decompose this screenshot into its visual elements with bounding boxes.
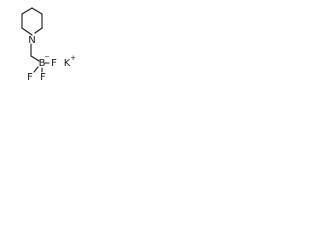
ring-bond-c3-c4 [21, 7, 33, 15]
boron-atom-label: B [39, 58, 46, 69]
chemical-structure: N B − F F F K + [21, 7, 76, 83]
fluorine-atom-label-bottom: F [40, 72, 46, 83]
boron-charge-label: − [44, 53, 50, 61]
fluorine-atom-label-right: F [51, 58, 57, 69]
ring-bond-c4-c5 [31, 7, 43, 15]
potassium-charge-label: + [70, 54, 76, 62]
fluorine-atom-label-left: F [27, 72, 33, 83]
ring-bond-n-c2 [21, 27, 33, 36]
nitrogen-atom-label: N [28, 35, 35, 46]
bond-ch2-b [30, 55, 40, 62]
piperidine-ring [21, 7, 43, 36]
ring-bond-c6-n [34, 27, 43, 34]
bond-b-f-downleft [33, 66, 39, 73]
potassium-atom-label: K [64, 58, 71, 69]
